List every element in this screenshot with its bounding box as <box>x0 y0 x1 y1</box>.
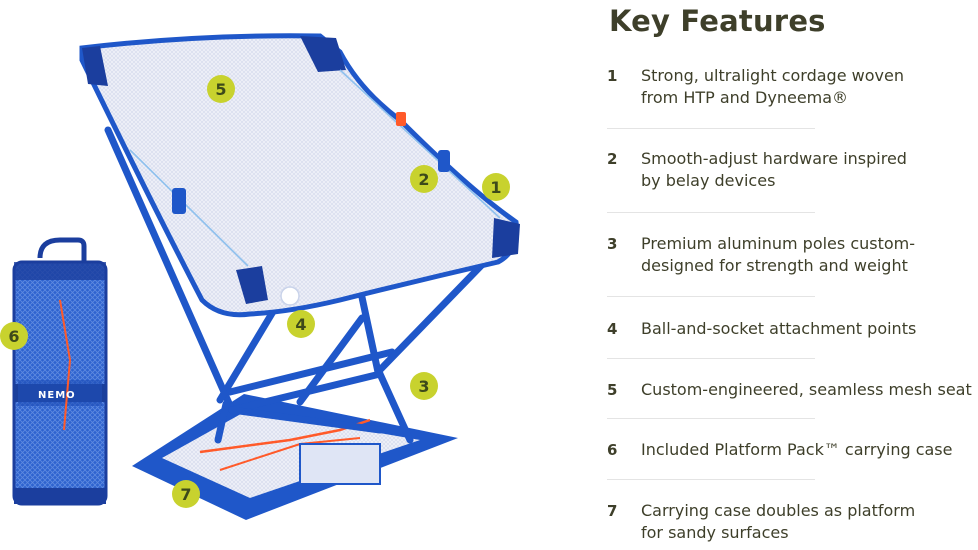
key-features-heading: Key Features <box>609 4 826 38</box>
feature-item-5: 5 Custom-engineered, seamless mesh seat <box>607 379 978 401</box>
callout-badge-7: 7 <box>172 480 200 508</box>
divider <box>607 296 815 297</box>
feature-number: 5 <box>607 381 618 399</box>
feature-number: 6 <box>607 441 618 459</box>
feature-item-3: 3 Premium aluminum poles custom- designe… <box>607 233 978 277</box>
divider <box>607 479 815 480</box>
pack-logo: NEMO <box>38 390 76 401</box>
callout-badge-2: 2 <box>410 165 438 193</box>
feature-text: Custom-engineered, seamless mesh seat <box>641 380 972 399</box>
divider <box>607 128 815 129</box>
callout-badge-3: 3 <box>410 372 438 400</box>
callout-badge-6: 6 <box>0 322 28 350</box>
divider <box>607 212 815 213</box>
divider <box>607 358 815 359</box>
mesh-seat <box>79 33 520 318</box>
feature-item-7: 7 Carrying case doubles as platform for … <box>607 500 978 544</box>
feature-number: 1 <box>607 67 618 85</box>
feature-number: 4 <box>607 320 618 338</box>
carrying-case <box>12 237 108 506</box>
feature-number: 7 <box>607 502 618 520</box>
product-illustration: 5 2 1 4 6 3 7 NEMO <box>0 33 520 520</box>
feature-number: 3 <box>607 235 618 253</box>
chair-frame <box>104 126 510 444</box>
feature-item-2: 2 Smooth-adjust hardware inspired by bel… <box>607 148 978 192</box>
feature-item-6: 6 Included Platform Pack™ carrying case <box>607 439 978 461</box>
feature-item-1: 1 Strong, ultralight cordage woven from … <box>607 65 978 109</box>
feature-text: Included Platform Pack™ carrying case <box>641 440 953 459</box>
divider <box>607 418 815 419</box>
feature-text: Premium aluminum poles custom- designed … <box>641 234 916 275</box>
feature-number: 2 <box>607 150 618 168</box>
callout-badge-5: 5 <box>207 75 235 103</box>
feature-text: Smooth-adjust hardware inspired by belay… <box>641 149 907 190</box>
feature-text: Ball-and-socket attachment points <box>641 319 917 338</box>
feature-item-4: 4 Ball-and-socket attachment points <box>607 318 978 340</box>
key-features-panel: Key Features 1 Strong, ultralight cordag… <box>607 0 978 550</box>
feature-text: Carrying case doubles as platform for sa… <box>641 501 916 542</box>
chair-drawing <box>12 33 520 520</box>
callout-badge-1: 1 <box>482 173 510 201</box>
callout-badge-4: 4 <box>287 310 315 338</box>
feature-text: Strong, ultralight cordage woven from HT… <box>641 66 904 107</box>
